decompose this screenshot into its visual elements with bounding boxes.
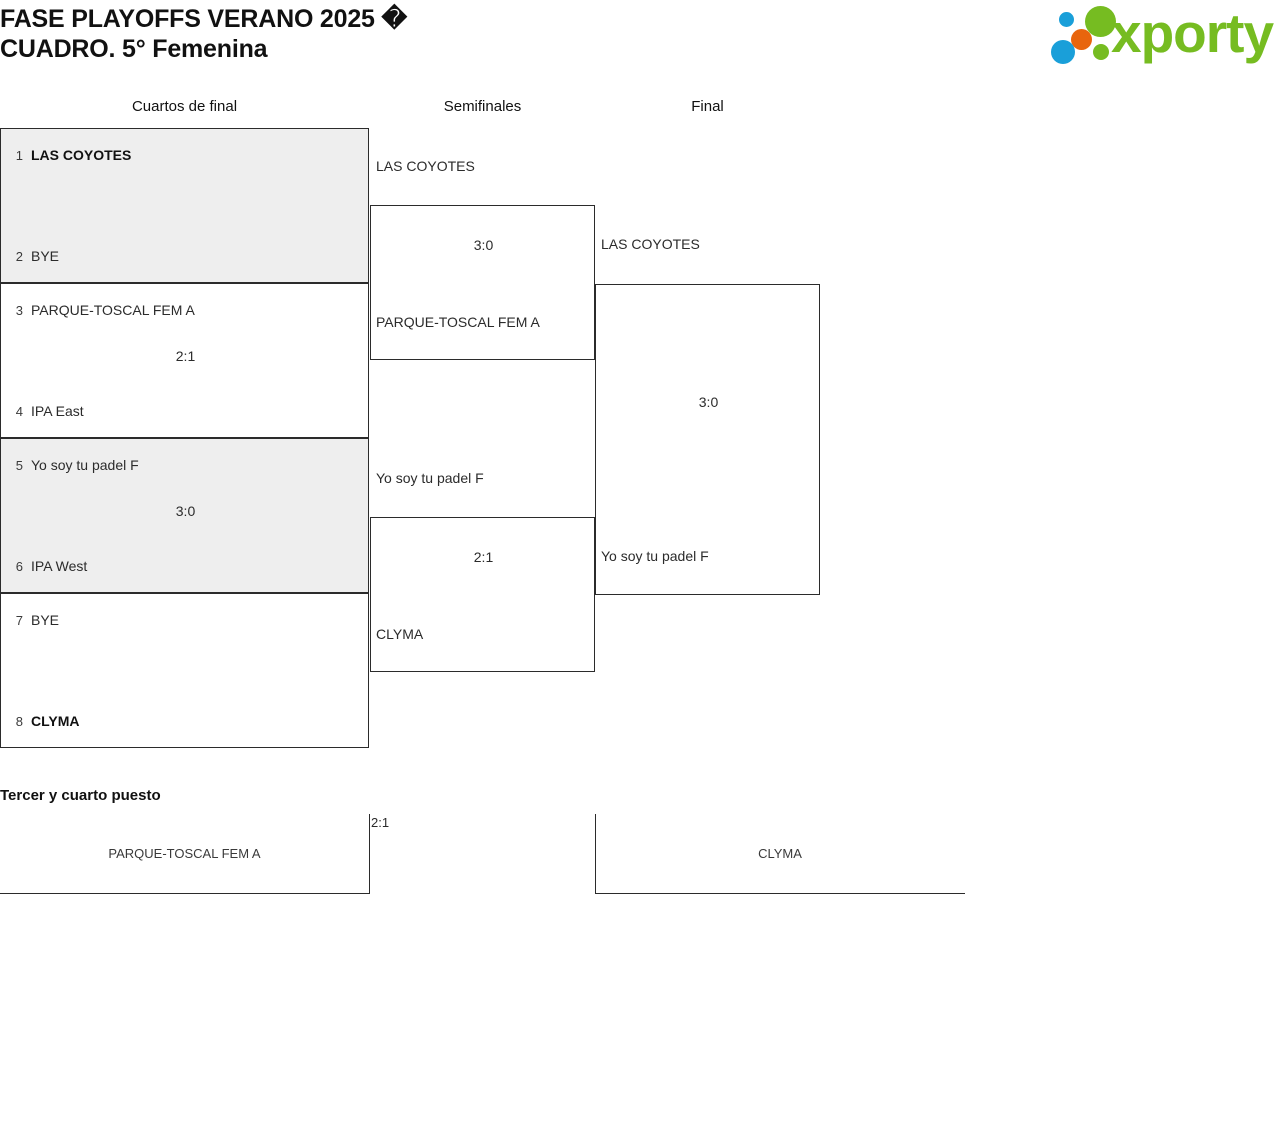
third-place-left-divider [369, 814, 370, 894]
seed-number: 1 [15, 148, 23, 163]
team-name: PARQUE-TOSCAL FEM A [108, 846, 261, 861]
logo-dots-icon [1045, 4, 1117, 64]
seed-number: 2 [15, 249, 23, 264]
seed-number: 7 [15, 613, 23, 628]
match-quarterfinal-4[interactable]: 7 BYE 8 CLYMA [0, 593, 369, 748]
bracket-slot: 5 Yo soy tu padel F [1, 451, 370, 479]
team-name: Yo soy tu padel F [601, 548, 709, 564]
logo-dot-blue-large-icon [1051, 40, 1075, 64]
third-place-left-line [0, 893, 370, 894]
bracket-slot: 1 LAS COYOTES [1, 141, 370, 169]
logo-dot-orange-icon [1071, 29, 1092, 50]
logo-dot-green-small-icon [1093, 44, 1109, 60]
match-third-place[interactable]: PARQUE-TOSCAL FEM A CLYMA 2:1 [0, 814, 1000, 894]
team-name: BYE [31, 248, 60, 264]
match-quarterfinal-1[interactable]: 1 LAS COYOTES 2 BYE [0, 128, 369, 283]
match-score: 3:0 [473, 237, 494, 253]
bracket-slot: 3 PARQUE-TOSCAL FEM A [1, 296, 370, 324]
logo-dot-green-large-icon [1085, 6, 1116, 37]
team-name: BYE [31, 612, 60, 628]
match-score: 2:1 [473, 549, 494, 565]
team-name: PARQUE-TOSCAL FEM A [376, 314, 540, 330]
round-header-quarterfinals: Cuartos de final [131, 98, 238, 115]
match-quarterfinal-3[interactable]: 5 Yo soy tu padel F 3:0 6 IPA West [0, 438, 369, 593]
bracket-slot: 6 IPA West [1, 552, 370, 580]
third-place-section: Tercer y cuarto puesto PARQUE-TOSCAL FEM… [0, 786, 1000, 906]
match-quarterfinal-2[interactable]: 3 PARQUE-TOSCAL FEM A 2:1 4 IPA East [0, 283, 369, 438]
bracket-slot: 7 BYE [1, 606, 370, 634]
team-name: LAS COYOTES [601, 236, 700, 252]
logo-wordmark: xporty [1111, 2, 1274, 64]
third-place-right-divider [595, 814, 596, 894]
seed-number: 4 [15, 404, 23, 419]
team-name: CLYMA [31, 713, 80, 729]
team-name: LAS COYOTES [31, 147, 132, 163]
team-name: PARQUE-TOSCAL FEM A [31, 302, 195, 318]
page-header: FASE PLAYOFFS VERANO 2025 � CUADRO. 5° F… [0, 0, 1280, 86]
seed-number: 8 [15, 714, 23, 729]
bracket-slot: 4 IPA East [1, 397, 370, 425]
third-place-title: Tercer y cuarto puesto [0, 787, 161, 804]
team-name: Yo soy tu padel F [376, 470, 484, 486]
match-semifinal-2[interactable]: 2:1 [370, 517, 595, 672]
seed-number: 5 [15, 458, 23, 473]
page-title: FASE PLAYOFFS VERANO 2025 � CUADRO. 5° F… [0, 5, 407, 63]
round-header-semifinals: Semifinales [443, 98, 522, 115]
team-name: CLYMA [376, 626, 424, 642]
bracket-slot: 2 BYE [1, 242, 370, 270]
team-name: IPA East [31, 403, 84, 419]
team-name: LAS COYOTES [376, 158, 475, 174]
team-name: Yo soy tu padel F [31, 457, 139, 473]
match-score: 2:1 [175, 348, 196, 364]
match-final[interactable]: 3:0 [595, 284, 820, 595]
round-header-final: Final [691, 98, 724, 115]
match-score: 3:0 [175, 503, 196, 519]
logo-dot-blue-small-icon [1059, 12, 1074, 27]
seed-number: 6 [15, 559, 23, 574]
team-name: CLYMA [758, 846, 802, 861]
match-semifinal-1[interactable]: 3:0 [370, 205, 595, 360]
xporty-logo: xporty [1045, 2, 1277, 66]
third-place-right-line [595, 893, 965, 894]
seed-number: 3 [15, 303, 23, 318]
match-score: 3:0 [698, 394, 719, 410]
match-score: 2:1 [371, 815, 390, 830]
team-name: IPA West [31, 558, 88, 574]
bracket-slot: 8 CLYMA [1, 707, 370, 735]
